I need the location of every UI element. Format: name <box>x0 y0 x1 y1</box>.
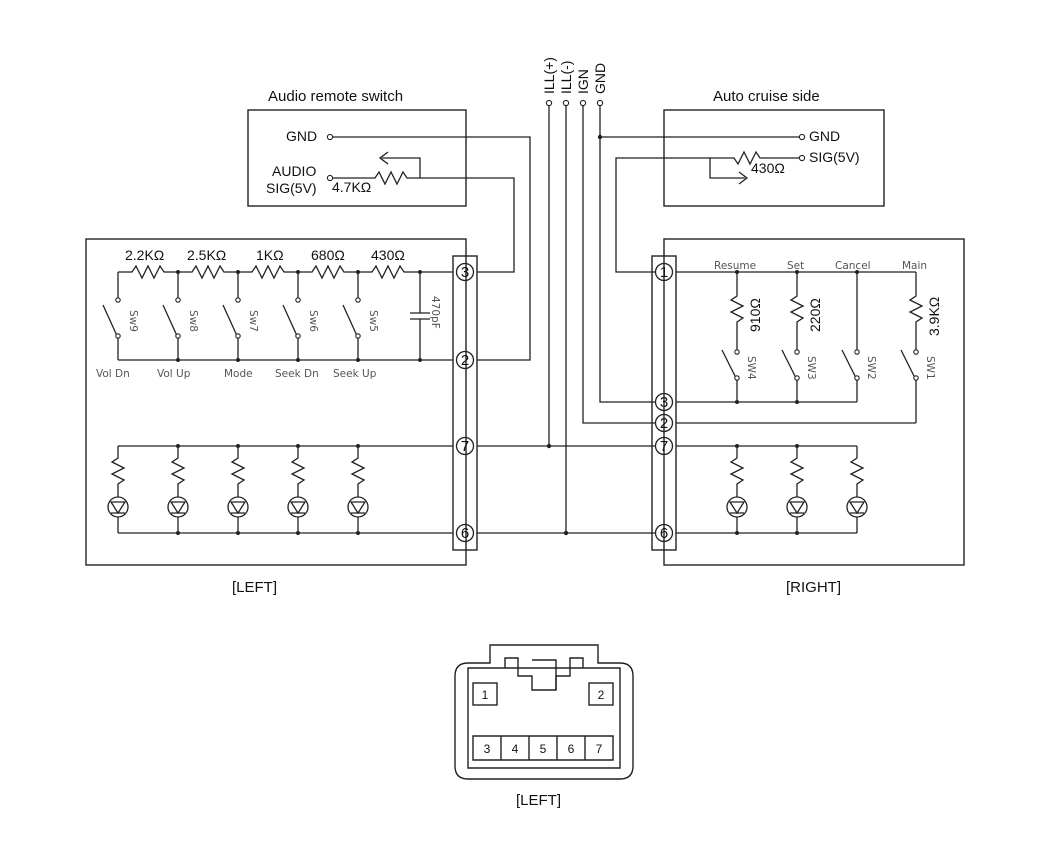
left-switch-seek-up: Seek Up <box>333 368 377 380</box>
left-pin-6: 6 <box>461 525 469 542</box>
cruise-gnd-label: GND <box>809 128 840 144</box>
auto-cruise-side-title: Auto cruise side <box>713 88 820 105</box>
right-pin-7: 7 <box>660 438 668 455</box>
connector-pin-2: 2 <box>598 688 605 702</box>
audio-remote-switch-title: Audio remote switch <box>268 88 403 105</box>
left-led-2 <box>167 446 189 533</box>
left-switch-vol-up: Vol Up <box>157 368 191 380</box>
right-pin-3: 3 <box>660 394 668 411</box>
wire-label-gnd: GND <box>592 63 608 94</box>
right-switch-sw4: SW4 <box>745 356 757 380</box>
left-led-3 <box>227 446 249 533</box>
left-pin-7: 7 <box>461 438 469 455</box>
right-switch-sw2: SW2 <box>865 356 877 380</box>
right-pin-6: 6 <box>660 525 668 542</box>
left-led-5 <box>347 446 369 533</box>
left-resistor-4: 680Ω <box>311 247 345 263</box>
connector-pin-6: 6 <box>568 742 575 756</box>
connector-face: 1 2 3 4 5 6 7 <box>454 644 634 780</box>
left-switch-sw7: Sw7 <box>247 310 259 332</box>
audio-sig-label: SIG(5V) <box>266 180 317 196</box>
harness-wires <box>333 106 799 536</box>
right-led-2 <box>786 446 808 533</box>
audio-resistor-label: 4.7KΩ <box>332 179 371 195</box>
left-led-1 <box>107 446 129 533</box>
left-switch-sw8: Sw8 <box>187 310 199 332</box>
connector-pin-4: 4 <box>512 742 519 756</box>
right-pin-1: 1 <box>660 264 668 281</box>
left-pin-3: 3 <box>461 264 469 281</box>
wire-label-ign: IGN <box>575 69 591 94</box>
left-resistor-5: 430Ω <box>371 247 405 263</box>
right-pin-2: 2 <box>660 415 668 432</box>
left-switch-sw6: Sw6 <box>307 310 319 332</box>
connector-label: [LEFT] <box>516 792 561 809</box>
left-capacitor-label: 470pF <box>429 296 441 329</box>
left-switch-seek-dn: Seek Dn <box>275 368 319 380</box>
left-switch-mode: Mode <box>224 368 253 380</box>
right-resistor-3k9: 3.9KΩ <box>926 297 942 336</box>
left-module: 2.2KΩ 2.5KΩ 1KΩ 680Ω 430Ω Sw9 Sw8 Sw7 Sw… <box>85 238 478 566</box>
audio-remote-switch-box: GND AUDIO SIG(5V) 4.7KΩ <box>247 109 467 207</box>
right-resistor-220: 220Ω <box>807 298 823 332</box>
left-side-label: [LEFT] <box>232 579 277 596</box>
connector-pin-7: 7 <box>596 742 603 756</box>
cruise-resistor-label: 430Ω <box>751 160 785 176</box>
left-switch-vol-dn: Vol Dn <box>96 368 130 380</box>
right-led-1 <box>726 446 748 533</box>
right-module: Resume Set Cancel Main 910Ω 220Ω 3.9KΩ S… <box>651 238 965 566</box>
connector-pin-3: 3 <box>484 742 491 756</box>
wire-label-ill-minus: ILL(-) <box>558 61 574 94</box>
cruise-sig-label: SIG(5V) <box>809 149 860 165</box>
right-switch-sw1: SW1 <box>924 356 936 380</box>
connector-pin-5: 5 <box>540 742 547 756</box>
right-label-main: Main <box>902 260 927 272</box>
left-resistor-2: 2.5KΩ <box>187 247 226 263</box>
left-resistor-3: 1KΩ <box>256 247 284 263</box>
wire-label-ill-plus: ILL(+) <box>541 57 557 94</box>
harness-labels: ILL(+) ILL(-) IGN GND <box>541 57 608 107</box>
right-label-cancel: Cancel <box>835 260 871 272</box>
right-led-3 <box>846 446 868 533</box>
audio-gnd-label: GND <box>286 128 317 144</box>
left-switch-sw5: Sw5 <box>367 310 379 332</box>
right-switch-sw3: SW3 <box>805 356 817 380</box>
right-label-set: Set <box>787 260 804 272</box>
audio-label: AUDIO <box>272 163 316 179</box>
connector-pin-1: 1 <box>482 688 489 702</box>
left-led-4 <box>287 446 309 533</box>
right-label-resume: Resume <box>714 260 756 272</box>
left-resistor-1: 2.2KΩ <box>125 247 164 263</box>
left-pin-2: 2 <box>461 352 469 369</box>
left-switch-sw9: Sw9 <box>127 310 139 332</box>
right-side-label: [RIGHT] <box>786 579 841 596</box>
right-resistor-910: 910Ω <box>747 298 763 332</box>
